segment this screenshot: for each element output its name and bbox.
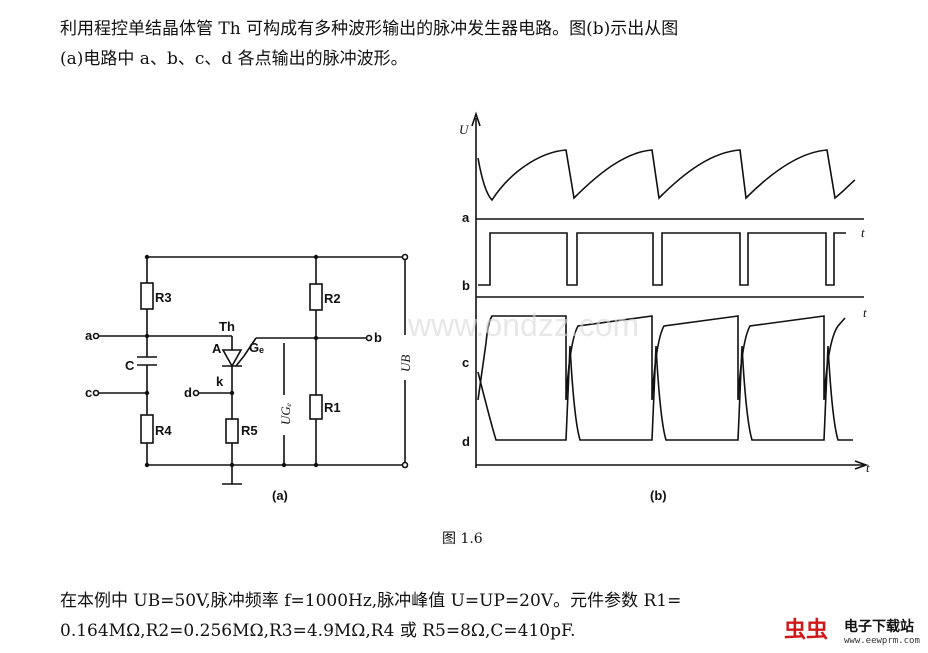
put-thyristor xyxy=(221,349,243,368)
circuit-labels: R3 R2 R1 R4 R5 C Th A Gₑ k a c d b UGₑ U… xyxy=(85,290,413,503)
waveform-diagram xyxy=(471,111,869,470)
label-gate: Gₑ xyxy=(249,340,264,355)
label-anode: A xyxy=(212,341,222,356)
watermark-url: www.eewprm.com xyxy=(844,636,920,646)
waveform-c xyxy=(477,315,846,401)
label-ub: UB xyxy=(398,355,413,372)
time-label-1: t xyxy=(861,225,865,240)
wave-label-a: a xyxy=(462,210,470,225)
terminal-c: c xyxy=(85,385,92,400)
label-r3: R3 xyxy=(155,290,172,305)
resistor-r5 xyxy=(225,418,239,444)
terminal-d: d xyxy=(184,385,192,400)
wave-label-b: b xyxy=(462,278,470,293)
junction-dots xyxy=(144,254,319,468)
label-r4: R4 xyxy=(155,423,172,438)
wave-label-d: d xyxy=(462,434,470,449)
resistor-r3 xyxy=(140,282,154,310)
params-line-1: 在本例中 UB=50V,脉冲频率 f=1000Hz,脉冲峰值 U=UP=20V。… xyxy=(60,591,682,611)
intro-line-2: (a)电路中 a、b、c、d 各点输出的脉冲波形。 xyxy=(60,49,408,69)
waveform-a xyxy=(477,149,856,202)
waveform-labels: U a b c d t t t (b) xyxy=(459,122,870,503)
label-r2: R2 xyxy=(324,291,341,306)
label-c: C xyxy=(125,358,135,373)
resistor-r2 xyxy=(309,283,323,311)
label-th: Th xyxy=(219,319,235,334)
label-r5: R5 xyxy=(241,423,258,438)
sublabel-a: (a) xyxy=(272,488,288,503)
sublabel-b: (b) xyxy=(650,488,667,503)
resistor-r1 xyxy=(309,394,323,420)
label-uge: UGₑ xyxy=(278,403,293,425)
figure-caption: 图 1.6 xyxy=(442,531,483,547)
watermark-logo: 虫虫 xyxy=(784,618,829,643)
label-cathode: k xyxy=(216,374,224,389)
terminal-a: a xyxy=(85,328,93,343)
waveform-d xyxy=(477,345,853,441)
axis-u-label: U xyxy=(459,122,470,137)
site-watermark: www.ondzz.com xyxy=(407,307,639,343)
params-line-2: 0.164MΩ,R2=0.256MΩ,R3=4.9MΩ,R4 或 R5=8Ω,C… xyxy=(60,621,576,641)
intro-line-1: 利用程控单结晶体管 Th 可构成有多种波形输出的脉冲发生器电路。图(b)示出从图 xyxy=(60,19,679,39)
time-label-2: t xyxy=(863,305,867,320)
label-r1: R1 xyxy=(324,400,341,415)
parameters-paragraph: 在本例中 UB=50V,脉冲频率 f=1000Hz,脉冲峰值 U=UP=20V。… xyxy=(60,586,900,646)
waveform-b xyxy=(478,232,846,286)
circuit-diagram xyxy=(92,253,409,485)
intro-paragraph: 利用程控单结晶体管 Th 可构成有多种波形输出的脉冲发生器电路。图(b)示出从图… xyxy=(60,14,900,74)
corner-watermark: 虫虫 电子下载站 www.eewprm.com xyxy=(784,608,924,652)
terminal-b: b xyxy=(374,330,382,345)
time-label-3: t xyxy=(866,460,870,475)
resistor-r4 xyxy=(140,414,154,444)
watermark-name: 电子下载站 xyxy=(844,619,914,635)
wave-label-c: c xyxy=(462,355,469,370)
